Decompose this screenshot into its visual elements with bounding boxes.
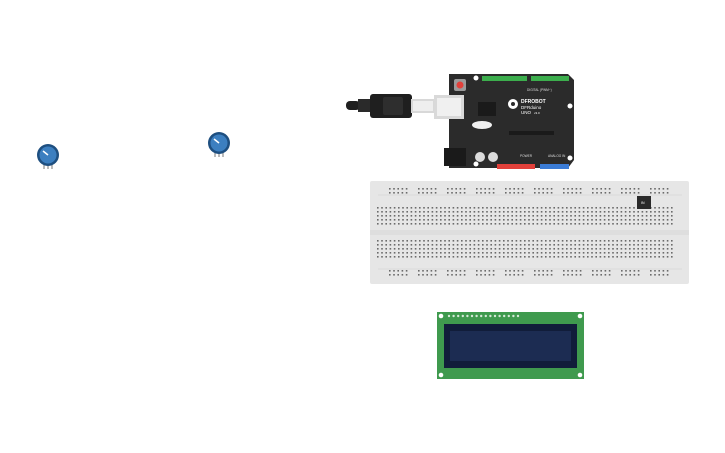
arduino-model-line1: DFRduino <box>521 105 542 110</box>
potentiometer-knob-indicator <box>42 150 49 156</box>
digital-header-top[interactable] <box>482 76 569 81</box>
breadboard[interactable] <box>370 181 689 284</box>
microcontroller-chip <box>478 102 496 116</box>
analog-label: ANALOG IN <box>548 154 566 158</box>
potentiometer-2[interactable] <box>208 132 230 157</box>
lcd-screen <box>450 331 571 361</box>
potentiometer-1[interactable] <box>37 144 59 169</box>
arduino-brand: DFROBOT <box>521 99 546 105</box>
lcd-display[interactable] <box>437 312 584 379</box>
breadboard-holes[interactable] <box>377 188 673 276</box>
potentiometer-knob-indicator <box>213 138 220 144</box>
usb-cable[interactable] <box>346 94 435 118</box>
crystal-oscillator <box>472 121 492 129</box>
ic-chip[interactable]: IN <box>637 196 651 209</box>
arduino-model-line2: UNO <box>521 110 531 115</box>
power-label: POWER <box>520 154 533 158</box>
capacitor-1 <box>475 152 485 162</box>
analog-header[interactable] <box>540 164 569 169</box>
arduino-board[interactable]: DIGITAL (PWM~) DFROBOT DFRduino UNO v3.0… <box>434 74 574 169</box>
ic-chip-label: IN <box>641 201 645 205</box>
digital-label: DIGITAL (PWM~) <box>527 88 552 92</box>
power-jack <box>444 148 466 166</box>
power-header[interactable] <box>497 164 535 169</box>
dfrobot-logo-icon <box>508 99 518 109</box>
arduino-model-suffix: v3.0 <box>534 111 540 115</box>
lcd-pin-header[interactable] <box>447 314 520 318</box>
capacitor-2 <box>488 152 498 162</box>
